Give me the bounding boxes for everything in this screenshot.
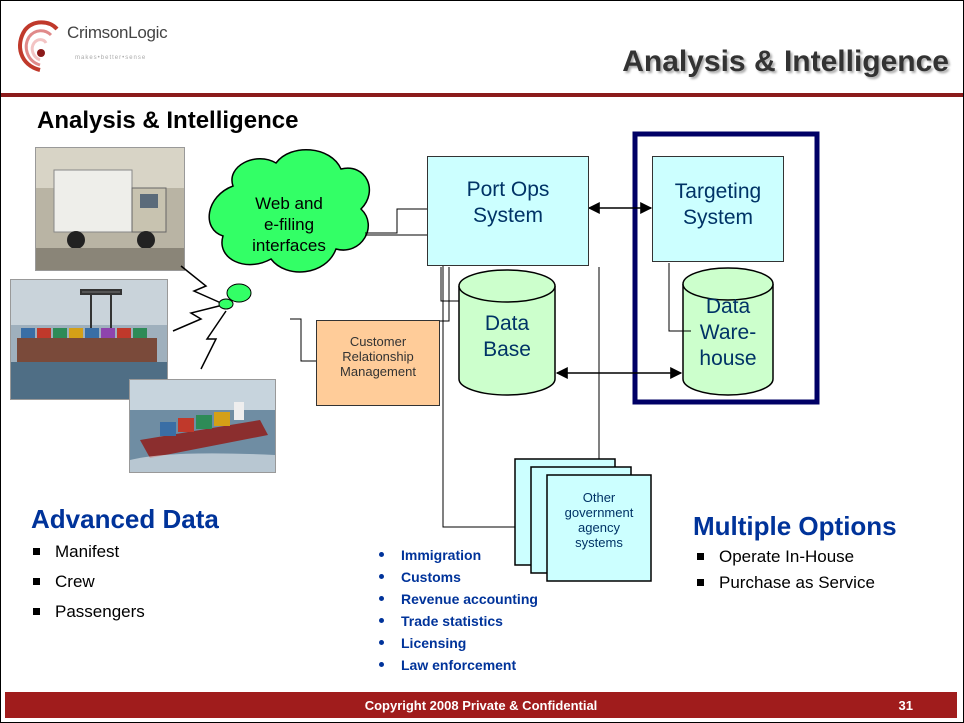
- database-line-2: Base: [483, 338, 531, 361]
- other-line-1: Other: [582, 490, 616, 505]
- agency-immigration: Immigration: [401, 547, 482, 563]
- connector-cloud-portops: [365, 208, 429, 234]
- cloud-bubble-large: [226, 283, 252, 303]
- warehouse-line-1: Data: [705, 295, 751, 318]
- web-interfaces-cloud: [208, 149, 371, 273]
- database-cylinder: [458, 269, 556, 396]
- crm-line-2: Relationship: [342, 349, 414, 364]
- warehouse-line-2: Ware-: [699, 321, 757, 344]
- port-ops-system-box: Port Ops System: [427, 156, 589, 266]
- agency-licensing: Licensing: [401, 635, 467, 651]
- footer-bar: Copyright 2008 Private & Confidential 31: [5, 692, 957, 718]
- advanced-item-manifest: Manifest: [55, 542, 120, 561]
- page-number: 31: [898, 698, 913, 713]
- list-item: Purchase as Service: [695, 570, 875, 596]
- multiple-options-title: Multiple Options: [693, 511, 897, 541]
- advanced-item-passengers: Passengers: [55, 602, 145, 621]
- list-item: Law enforcement: [377, 654, 538, 676]
- container-port-photo: [10, 279, 168, 400]
- header-divider: [1, 93, 963, 97]
- web-interfaces-label: Web and e-filing interfaces: [227, 193, 351, 256]
- option-service: Purchase as Service: [719, 573, 875, 592]
- truck-photo: [35, 147, 185, 271]
- cloud-line-1: Web and: [255, 194, 323, 213]
- section-title: Analysis & Intelligence: [37, 107, 299, 134]
- list-item: Passengers: [31, 599, 145, 625]
- container-ship-photo: [129, 379, 276, 473]
- port-ops-line-1: Port Ops: [466, 178, 550, 201]
- connector-target-warehouse: [668, 263, 691, 332]
- port-ops-line-2: System: [472, 204, 543, 227]
- warehouse-line-3: house: [699, 347, 757, 370]
- cloud-bubble-small: [218, 298, 234, 310]
- list-item: Crew: [31, 569, 145, 595]
- copyright-text: Copyright 2008 Private & Confidential: [364, 698, 598, 713]
- connector-portops-db: [440, 267, 459, 302]
- signal-zigzag-3: [200, 310, 227, 370]
- list-item: Revenue accounting: [377, 588, 538, 610]
- agency-trade: Trade statistics: [401, 613, 503, 629]
- list-item: Customs: [377, 566, 538, 588]
- advanced-item-crew: Crew: [55, 572, 95, 591]
- targeting-line-1: Targeting: [674, 180, 762, 203]
- agency-customs: Customs: [401, 569, 461, 585]
- targeting-frame: [632, 131, 820, 405]
- other-line-2: government: [564, 505, 634, 520]
- list-item: Immigration: [377, 544, 538, 566]
- option-in-house: Operate In-House: [719, 547, 855, 566]
- list-item: Manifest: [31, 539, 145, 565]
- crm-box: Customer Relationship Management: [316, 320, 440, 406]
- database-line-1: Data: [484, 312, 530, 335]
- warehouse-cylinder: [682, 267, 774, 396]
- targeting-line-2: System: [682, 206, 753, 229]
- other-systems-label: Other government agency systems: [547, 490, 651, 550]
- agency-revenue: Revenue accounting: [401, 591, 538, 607]
- agency-law: Law enforcement: [401, 657, 517, 673]
- signal-zigzag-2: [172, 304, 224, 332]
- targeting-system-box: Targeting System: [652, 156, 784, 262]
- connector-crm-portops: [439, 267, 450, 322]
- shell-logo-icon: [18, 20, 59, 72]
- crm-line-3: Management: [340, 364, 416, 379]
- crimsonlogic-logo: CrimsonLogic makes•better•sense: [15, 15, 215, 85]
- architecture-diagram: [172, 131, 820, 582]
- logo-name: CrimsonLogic: [67, 23, 168, 42]
- warehouse-label: Data Ware- house: [683, 294, 773, 372]
- connector-crm-bracket: [290, 318, 316, 362]
- list-item: Operate In-House: [695, 544, 875, 570]
- list-item: Licensing: [377, 632, 538, 654]
- connector-cloud-crm: [365, 234, 515, 528]
- cloud-line-3: interfaces: [252, 236, 326, 255]
- other-line-4: systems: [575, 535, 623, 550]
- logo-tagline: makes•better•sense: [75, 55, 147, 61]
- other-line-3: agency: [578, 520, 620, 535]
- advanced-data-title: Advanced Data: [31, 504, 219, 534]
- advanced-data-list: Manifest Crew Passengers: [31, 539, 145, 625]
- cloud-line-2: e-filing: [263, 215, 315, 234]
- other-systems-page-1: [546, 474, 652, 582]
- signal-zigzag-1: [180, 265, 222, 304]
- header-title: Analysis & Intelligence: [622, 45, 949, 78]
- crm-line-1: Customer: [349, 334, 407, 349]
- options-list: Operate In-House Purchase as Service: [695, 544, 875, 596]
- database-label: Data Base: [459, 311, 555, 363]
- list-item: Trade statistics: [377, 610, 538, 632]
- agency-list: Immigration Customs Revenue accounting T…: [377, 544, 538, 676]
